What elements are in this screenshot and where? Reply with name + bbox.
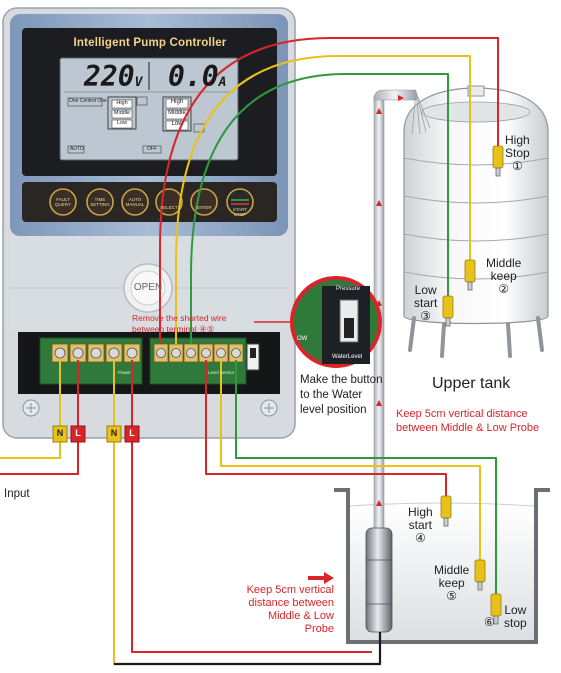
lcd-right-middle: Middle: [168, 110, 186, 116]
input-label: Input: [4, 488, 30, 500]
start-stop-button[interactable]: START STOP: [232, 207, 248, 217]
wire-green-low-stop: [235, 360, 497, 596]
lcd-level-boxes: [67, 96, 205, 154]
current-unit: A: [218, 75, 227, 90]
wire-yellow-middle-keep: [175, 55, 471, 344]
remove-wire-line-2: between terminal ④⑤: [132, 324, 227, 336]
probe-low-start-line-2: start: [414, 296, 438, 310]
tag-n-left: N: [56, 428, 64, 438]
tag-l-right: L: [129, 428, 135, 438]
terminal-power-label: Power: [118, 370, 131, 375]
switch-water-label: WaterLevel: [332, 354, 363, 360]
wire-red-power-left: [0, 360, 79, 475]
voltage-value: 220: [84, 60, 135, 93]
lcd-left-low: Low: [116, 120, 128, 126]
wire-tags: [52, 425, 140, 443]
upper-tank-label: Upper tank: [432, 375, 511, 392]
probe-low-stop-line-1: Low: [504, 603, 527, 617]
enter-button[interactable]: ENTER: [196, 205, 212, 210]
probe-low-start-mark: ③: [420, 309, 432, 323]
probe-middle-keep-line-1: Middle: [486, 256, 522, 270]
lower-distance-note: Keep 5cm vertical distance between Middl…: [222, 584, 334, 636]
lower-note-line-2: distance between: [248, 597, 334, 609]
probe-low-stop-mark: ⑥: [484, 615, 495, 629]
probe-low-stop-label: Low stop: [504, 604, 527, 630]
wire-red-high-stop: [159, 37, 499, 344]
wire-red-pump: [131, 360, 372, 653]
wire-yellow-middle-keep-lower: [220, 360, 481, 562]
lcd-auto: AUTO: [70, 146, 84, 152]
switch-caption-line-3: level position: [300, 404, 367, 416]
upper-note-line-1: Keep 5cm vertical distance: [396, 408, 528, 420]
time-setting-button[interactable]: TIME SETTING: [90, 197, 110, 207]
probe-low-start-label: Low start ③: [414, 284, 437, 323]
current-readout: 0.0A: [168, 60, 226, 93]
probe-middle-keep-line-2: keep: [490, 269, 517, 283]
base-screws: [22, 399, 278, 417]
upper-note-line-2: between Middle & Low Probe: [396, 422, 540, 434]
open-label[interactable]: OPEN: [133, 282, 163, 293]
probe-high-stop-label: High Stop ①: [505, 134, 530, 173]
submersible-pump: [365, 527, 393, 633]
switch-caption-line-1: Make the button: [300, 374, 383, 386]
remove-wire-line-2-text: between terminal: [132, 324, 197, 334]
lcd-left-middle: Middle: [113, 110, 131, 116]
tag-l-left: L: [75, 428, 81, 438]
tag-n-right: N: [110, 428, 118, 438]
voltage-readout: 220V: [84, 60, 142, 93]
remove-wire-line-1: Remove the shorted wire: [132, 313, 227, 323]
probe-middle-keep-lower-line-2: keep: [438, 576, 465, 590]
probe-high-stop-mark: ①: [511, 159, 523, 173]
remove-wire-note: Remove the shorted wire between terminal…: [132, 313, 227, 336]
switch-caption: Make the button to the Water level posit…: [300, 373, 382, 418]
wire-green-low-start: [190, 73, 449, 344]
switch-caption-line-2: to the Water: [300, 389, 363, 401]
terminal-sensor-label: Level Sensor: [208, 370, 235, 375]
probe-high-stop-line-2: Stop: [505, 146, 530, 160]
lcd-off: OFF: [147, 146, 157, 152]
probe-middle-keep-lower-mark: ⑤: [446, 589, 458, 603]
lower-note-line-3: Middle & Low: [267, 610, 334, 622]
probe-low-stop-line-2: stop: [504, 616, 527, 630]
probe-middle-keep-mark: ②: [498, 282, 510, 296]
lcd-left-high: High: [116, 100, 128, 106]
fault-query-button[interactable]: FAULT QUERY: [55, 197, 71, 207]
probe-high-start-line-2: start: [408, 518, 433, 532]
switch-side-label: ow: [297, 336, 308, 342]
probe-low-start-line-1: Low: [414, 283, 437, 297]
current-value: 0.0: [168, 60, 219, 93]
probe-high-start-label: High start ④: [408, 506, 433, 545]
lcd-mode: One Control One: [69, 98, 107, 104]
controller-title: Intelligent Pump Controller: [73, 37, 227, 49]
probe-high-stop-line-1: High: [505, 133, 530, 147]
auto-manual-button[interactable]: AUTO MANUAL: [125, 197, 145, 207]
probe-bodies: [440, 145, 504, 625]
upper-distance-note: Keep 5cm vertical distance between Middl…: [396, 407, 539, 435]
lower-note-line-1: Keep 5cm vertical: [246, 584, 334, 596]
probe-high-start-mark: ④: [414, 531, 426, 545]
lower-note-line-4: Probe: [304, 623, 334, 635]
switch-pressure-label: Pressure: [336, 286, 361, 292]
probe-middle-keep-label: Middle keep ②: [486, 257, 521, 296]
remove-wire-mark-5: ⑤: [206, 325, 215, 335]
wire-red-high-start: [205, 360, 447, 498]
wire-black-pump-cable: [114, 632, 382, 666]
select-button[interactable]: SELECT: [160, 205, 178, 210]
terminal-board-power: [39, 337, 143, 385]
terminal-board-sensor: [149, 337, 260, 385]
switch-inset: [254, 276, 382, 368]
pointer-arrow: [308, 572, 334, 584]
voltage-unit: V: [134, 75, 143, 90]
lcd-right-high: High: [170, 99, 184, 105]
probe-middle-keep-lower-label: Middle keep ⑤: [434, 564, 469, 603]
lcd-right-low: Low: [171, 121, 183, 127]
remove-wire-mark-4: ④: [199, 325, 207, 335]
probe-middle-keep-lower-line-1: Middle: [434, 563, 470, 577]
wire-yellow-power-left: [0, 360, 61, 459]
probe-high-start-line-1: High: [408, 505, 433, 519]
